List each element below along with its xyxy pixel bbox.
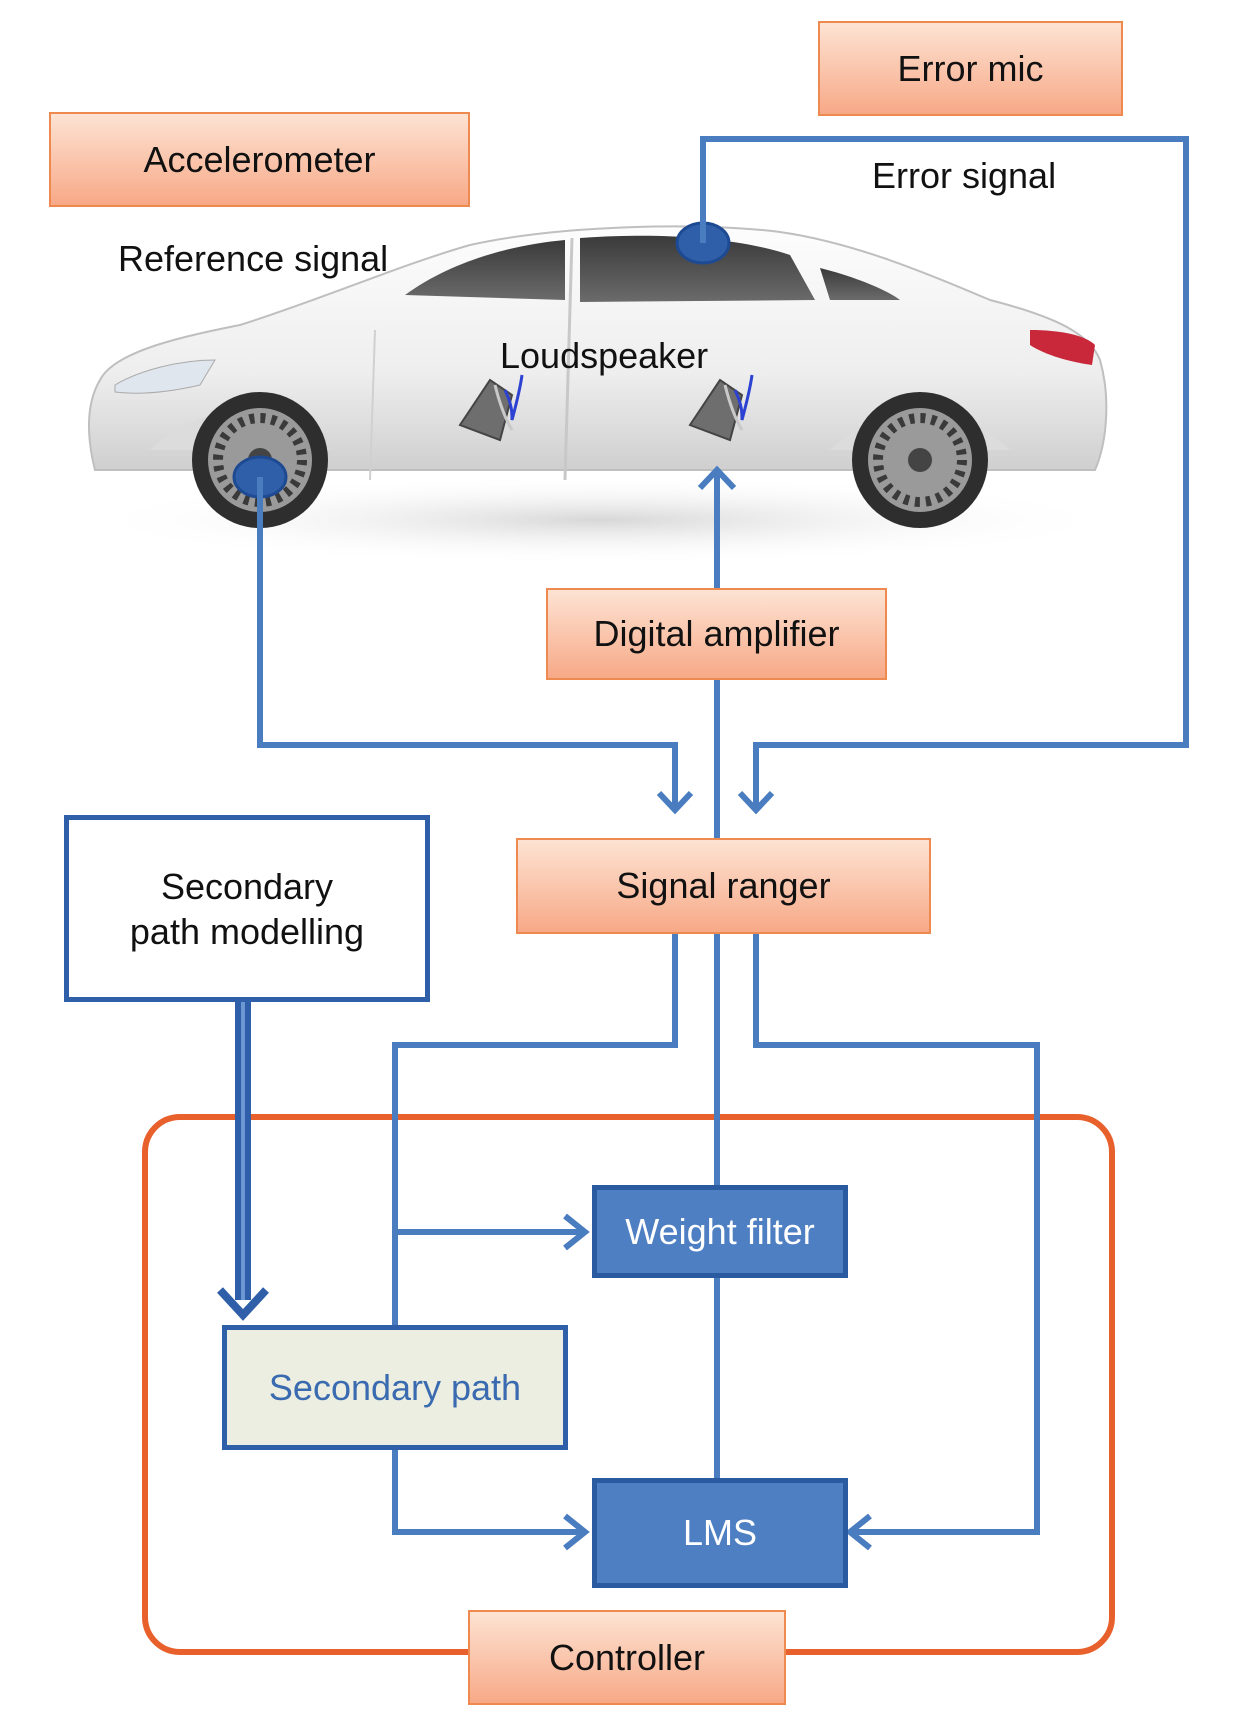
error-mic-box: Error mic — [818, 21, 1123, 116]
secondary-path-modelling-box: Secondary path modelling — [64, 815, 430, 1002]
loudspeaker-icon — [458, 374, 524, 442]
secondary-path-label: Secondary path — [268, 1366, 522, 1408]
digital-amplifier-label: Digital amplifier — [593, 613, 840, 654]
weight-filter-label: Weight filter — [625, 1210, 815, 1252]
reference-signal-label: Reference signal — [118, 238, 389, 279]
lms-box: LMS — [592, 1478, 848, 1588]
signal-lines — [257, 136, 1189, 1551]
secondary-path-modelling-label-line1: Secondary — [160, 865, 334, 907]
error-signal-label: Error signal — [872, 155, 1057, 196]
loudspeaker-label: Loudspeaker — [500, 335, 709, 376]
controller-box: Controller — [468, 1610, 786, 1705]
controller-label: Controller — [548, 1636, 706, 1678]
accelerometer-label: Accelerometer — [143, 138, 376, 180]
loudspeaker-icon — [688, 374, 754, 442]
lms-label: LMS — [682, 1512, 758, 1553]
signal-ranger-box: Signal ranger — [516, 838, 931, 934]
secondary-path-modelling-label-line2: path modelling — [129, 910, 365, 952]
weight-filter-box: Weight filter — [592, 1185, 848, 1278]
digital-amplifier-box: Digital amplifier — [546, 588, 887, 680]
accelerometer-box: Accelerometer — [49, 112, 470, 207]
error-mic-label: Error mic — [897, 47, 1044, 89]
signal-ranger-label: Signal ranger — [616, 865, 831, 906]
modelling-arrow — [217, 1000, 269, 1321]
secondary-path-box: Secondary path — [222, 1325, 568, 1450]
